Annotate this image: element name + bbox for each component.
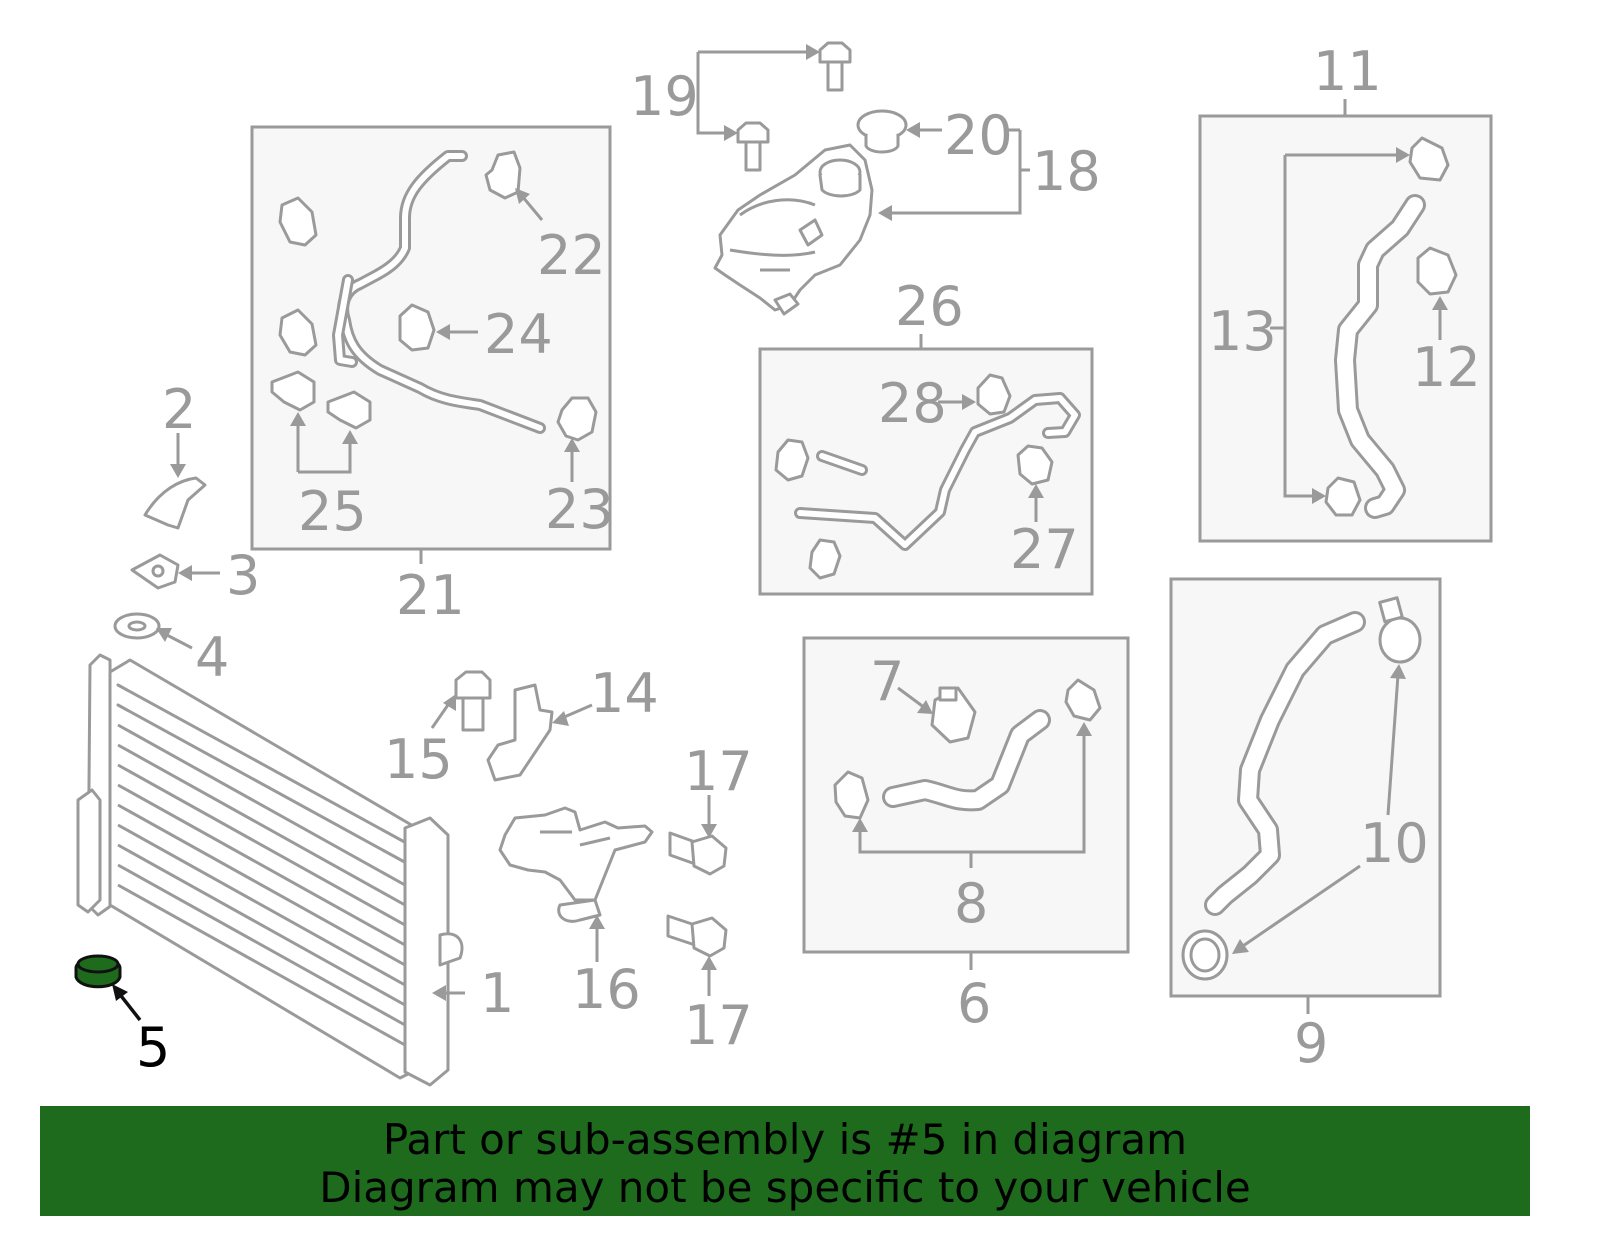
thermostat-housing-16 <box>498 806 654 923</box>
info-banner: Part or sub-assembly is #5 in diagram Di… <box>40 1106 1530 1216</box>
callout-21: 21 <box>396 564 465 627</box>
bracket-2 <box>143 476 207 530</box>
clip-21a <box>278 196 318 247</box>
drain-plug-5 <box>74 954 122 989</box>
clip-24 <box>398 303 436 352</box>
reservoir-cap-20 <box>856 109 908 154</box>
hose-13 <box>1334 194 1426 519</box>
clip-25a <box>270 370 316 412</box>
banner-line-1: Part or sub-assembly is #5 in diagram <box>382 1115 1188 1164</box>
callout-6: 6 <box>957 972 991 1035</box>
clamp-10-upper <box>1378 596 1422 664</box>
callout-19: 19 <box>630 65 699 128</box>
bolt-15 <box>454 670 492 732</box>
bracket-14 <box>486 683 554 782</box>
clamp-8-right <box>1064 678 1102 722</box>
bolt-17-upper <box>668 831 728 876</box>
clip-25b <box>326 390 372 430</box>
hose-6 <box>882 709 1051 812</box>
callout-1: 1 <box>480 962 514 1025</box>
clamp-13-lower <box>1324 476 1362 517</box>
bolt-17-lower <box>666 914 728 958</box>
coolant-reservoir-18 <box>713 143 874 316</box>
callout-22: 22 <box>537 224 606 287</box>
callout-10: 10 <box>1360 812 1429 875</box>
clip-23 <box>556 396 598 442</box>
overflow-tube-21 <box>332 150 546 434</box>
callout-17-upper: 17 <box>684 740 753 803</box>
callout-13: 13 <box>1208 300 1277 363</box>
clamp-7 <box>930 686 977 744</box>
callout-28: 28 <box>878 372 947 435</box>
clamp-12 <box>1416 246 1458 296</box>
callout-15: 15 <box>384 728 453 791</box>
clip-26b <box>808 538 842 580</box>
callout-12: 12 <box>1412 336 1481 399</box>
callout-23: 23 <box>545 478 614 541</box>
callout-16: 16 <box>572 958 641 1021</box>
clamp-10-lower <box>1181 929 1229 981</box>
clip-27 <box>1016 444 1054 486</box>
hose-26 <box>794 392 1081 551</box>
callout-2: 2 <box>162 378 196 441</box>
hose-9 <box>1204 611 1366 916</box>
bolt-19-upper <box>818 41 852 92</box>
callout-27: 27 <box>1010 518 1079 581</box>
bolt-19-lower <box>736 121 770 172</box>
callout-17-lower: 17 <box>684 994 753 1057</box>
clip-21b <box>278 308 318 357</box>
callout-25: 25 <box>298 480 367 543</box>
callout-8: 8 <box>954 872 988 935</box>
callout-3: 3 <box>226 544 260 607</box>
clip-28 <box>976 373 1012 416</box>
callout-4: 4 <box>195 626 229 689</box>
clamp-13-upper <box>1408 136 1450 182</box>
callout-24: 24 <box>484 303 553 366</box>
clamp-8-left <box>833 770 870 820</box>
callout-5: 5 <box>136 1016 170 1079</box>
radiator <box>76 653 464 1087</box>
callout-9: 9 <box>1294 1012 1328 1075</box>
callout-26: 26 <box>895 275 964 338</box>
callout-14: 14 <box>590 662 659 725</box>
callout-7: 7 <box>870 650 904 713</box>
callout-20: 20 <box>944 104 1013 167</box>
clip-26a <box>774 438 810 482</box>
callout-11: 11 <box>1313 40 1382 103</box>
callout-18: 18 <box>1032 140 1101 203</box>
banner-line-2: Diagram may not be specific to your vehi… <box>319 1163 1251 1212</box>
